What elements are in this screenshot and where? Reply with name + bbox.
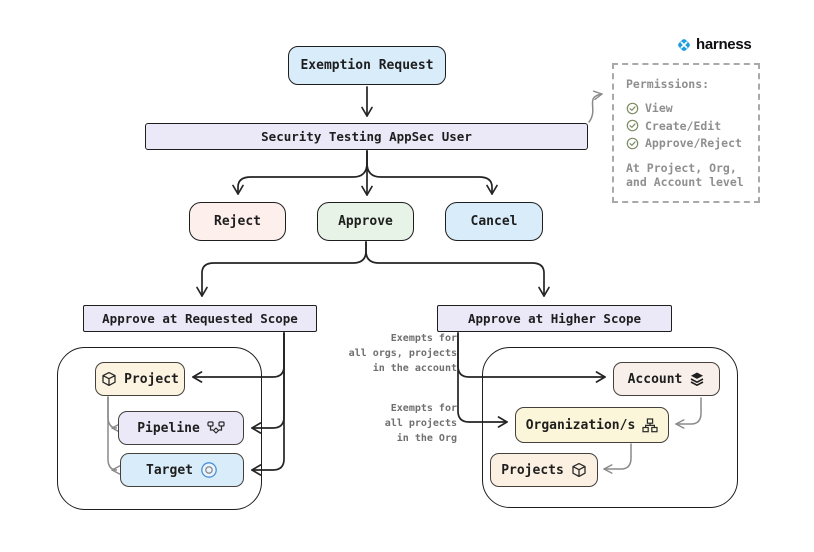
org-chart-icon (642, 417, 658, 432)
arrow-requested-to-target (251, 332, 285, 476)
node-label: Organization/s (525, 417, 636, 433)
permission-item-create-edit: Create/Edit (626, 119, 748, 133)
permission-label: Approve/Reject (645, 136, 742, 151)
arrow-security-to-cancel (366, 150, 498, 195)
node-label: Reject (214, 214, 261, 229)
node-target: Target (120, 453, 244, 487)
node-account: Account (613, 362, 720, 396)
permission-label: Create/Edit (645, 118, 722, 133)
arrow-approve-to-higher-scope (365, 241, 550, 297)
node-label: Account (627, 371, 683, 387)
node-approve-at-requested-scope: Approve at Requested Scope (83, 305, 317, 332)
permission-item-view: View (626, 101, 748, 115)
cube-icon (572, 462, 586, 478)
permissions-panel: Permissions: View Create/Edit Approve/Re… (612, 63, 760, 203)
higher-scope-container (482, 347, 738, 508)
node-approve-at-higher-scope: Approve at Higher Scope (437, 305, 672, 332)
harness-logo-text: harness (696, 36, 752, 53)
node-label: Approve at Requested Scope (102, 311, 298, 326)
layers-icon (691, 372, 704, 386)
node-label: Target (146, 462, 193, 478)
node-reject: Reject (189, 202, 286, 241)
node-label: Projects (501, 462, 564, 478)
annotation-account-scope: Exempts for all orgs, projects in the ac… (348, 333, 457, 374)
node-label: Exemption Request (300, 58, 434, 73)
permissions-title: Permissions: (626, 77, 710, 91)
arrow-account-to-organization (675, 397, 702, 429)
node-project: Project (95, 362, 185, 396)
node-cancel: Cancel (445, 202, 543, 241)
annotation-org-scope: Exempts for all projects in the Org (384, 403, 457, 444)
node-exemption-request: Exemption Request (288, 46, 446, 85)
node-label: Pipeline (137, 420, 200, 436)
cube-icon (102, 371, 116, 387)
check-circle-icon (626, 102, 639, 115)
harness-logo-icon (678, 38, 690, 51)
node-label: Security Testing AppSec User (261, 129, 472, 144)
harness-logo: harness (676, 36, 752, 53)
node-label: Cancel (470, 214, 518, 229)
node-pipeline: Pipeline (118, 411, 244, 445)
node-label: Approve (338, 214, 393, 229)
arrow-project-to-target (107, 396, 121, 475)
node-label: Approve at Higher Scope (467, 311, 642, 326)
node-organization: Organization/s (515, 407, 669, 443)
arrow-approve-to-requested-scope (196, 241, 367, 297)
permissions-scope-note: At Project, Org, and Account level (626, 160, 744, 189)
arrow-higher-to-organization (457, 332, 508, 428)
requested-scope-container (57, 347, 262, 510)
node-approve: Approve (317, 202, 414, 241)
permission-label: View (645, 101, 673, 116)
node-projects: Projects (490, 453, 598, 487)
check-circle-icon (626, 120, 639, 132)
arrow-security-to-permissions (588, 90, 603, 123)
node-label: Project (124, 371, 179, 387)
pipeline-icon (207, 421, 225, 434)
arrow-organization-to-projects (603, 443, 632, 474)
node-security-testing-appsec-user: Security Testing AppSec User (145, 123, 588, 150)
permission-item-approve-reject: Approve/Reject (626, 136, 748, 150)
check-circle-icon (626, 137, 639, 150)
target-icon (201, 462, 217, 478)
arrow-security-to-reject (232, 150, 368, 195)
